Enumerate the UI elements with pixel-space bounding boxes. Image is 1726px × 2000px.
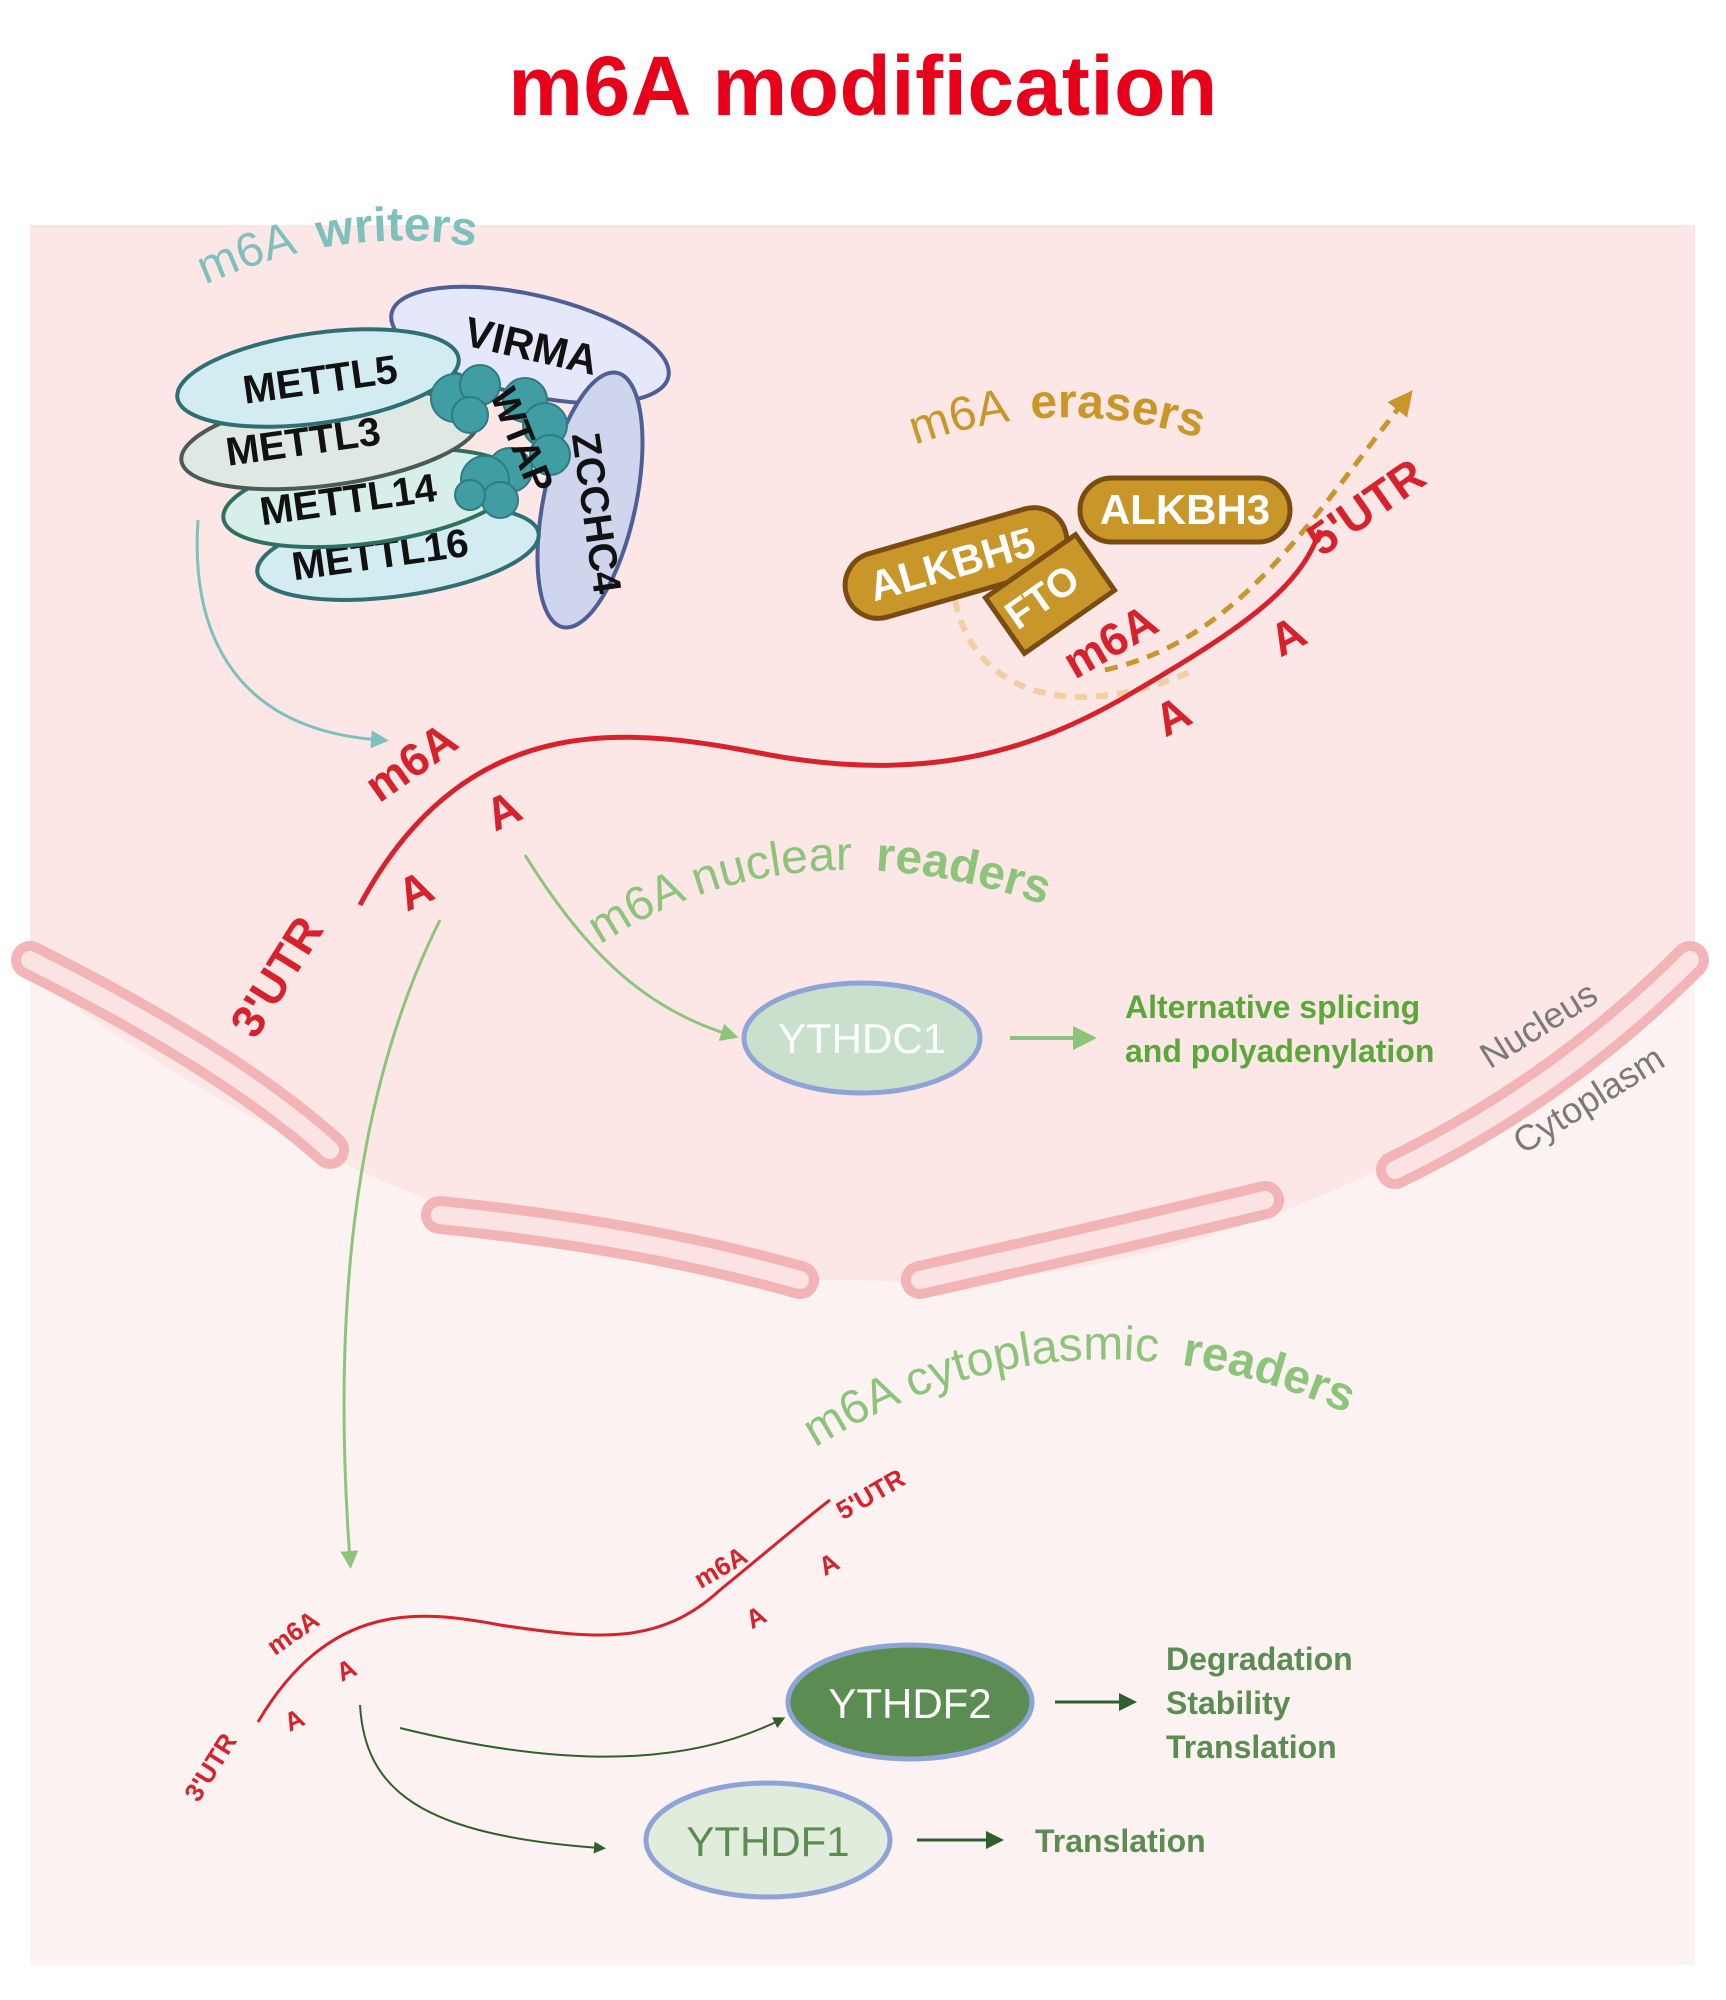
eraser-removal-arrow [1104, 390, 1413, 673]
ythdf1-reader: YTHDF1 [643, 1780, 893, 1900]
alkbh3-label: ALKBH3 [1100, 486, 1270, 533]
mettl5-protein: METTL5 [175, 327, 461, 429]
nuclear-mrna-strand [357, 529, 1323, 907]
ythdf2-label: YTHDF2 [828, 1680, 991, 1727]
ythdf1-label: YTHDF1 [686, 1818, 849, 1865]
writers-to-m6a-arrow [195, 519, 389, 749]
wtap-protein: WTAP [430, 364, 571, 519]
writers-heading-bold: writers [311, 198, 481, 259]
ythdf1-outcome: Translation [1035, 1823, 1206, 1859]
rna-to-ythdc1-arrow [523, 854, 739, 1041]
ythdf2-outcome-2: Stability [1166, 1685, 1291, 1721]
nuclear-envelope [11, 941, 1709, 1299]
eraser-return-path [952, 599, 1192, 700]
writer-complex: VIRMA ZCCHC4 METTL16 METTL14 METTL3 METT… [175, 284, 671, 630]
cytoplasmic-mrna-strand [256, 1498, 831, 1723]
ythdf2-outcome-3: Translation [1166, 1729, 1337, 1765]
ythdf2-outcome-1: Degradation [1166, 1641, 1353, 1677]
nuclear-outcome-line1: Alternative splicing [1125, 989, 1420, 1025]
rna-to-ythdf2-arrow [399, 1717, 786, 1758]
diagram-title: m6A modification [508, 39, 1218, 133]
rna-to-ythdf1-arrow [359, 1704, 606, 1854]
zcchc4-protein: ZCCHC4 [535, 370, 645, 630]
ythdf2-reader: YTHDF2 [785, 1642, 1035, 1762]
nuclear-outcome-line2: and polyadenylation [1125, 1033, 1434, 1069]
ythdc1-reader: YTHDC1 [741, 980, 983, 1096]
alkbh3-protein: ALKBH3 [1077, 475, 1293, 545]
ythdc1-label: YTHDC1 [778, 1015, 946, 1062]
nuclear-export-arrow [340, 919, 442, 1569]
